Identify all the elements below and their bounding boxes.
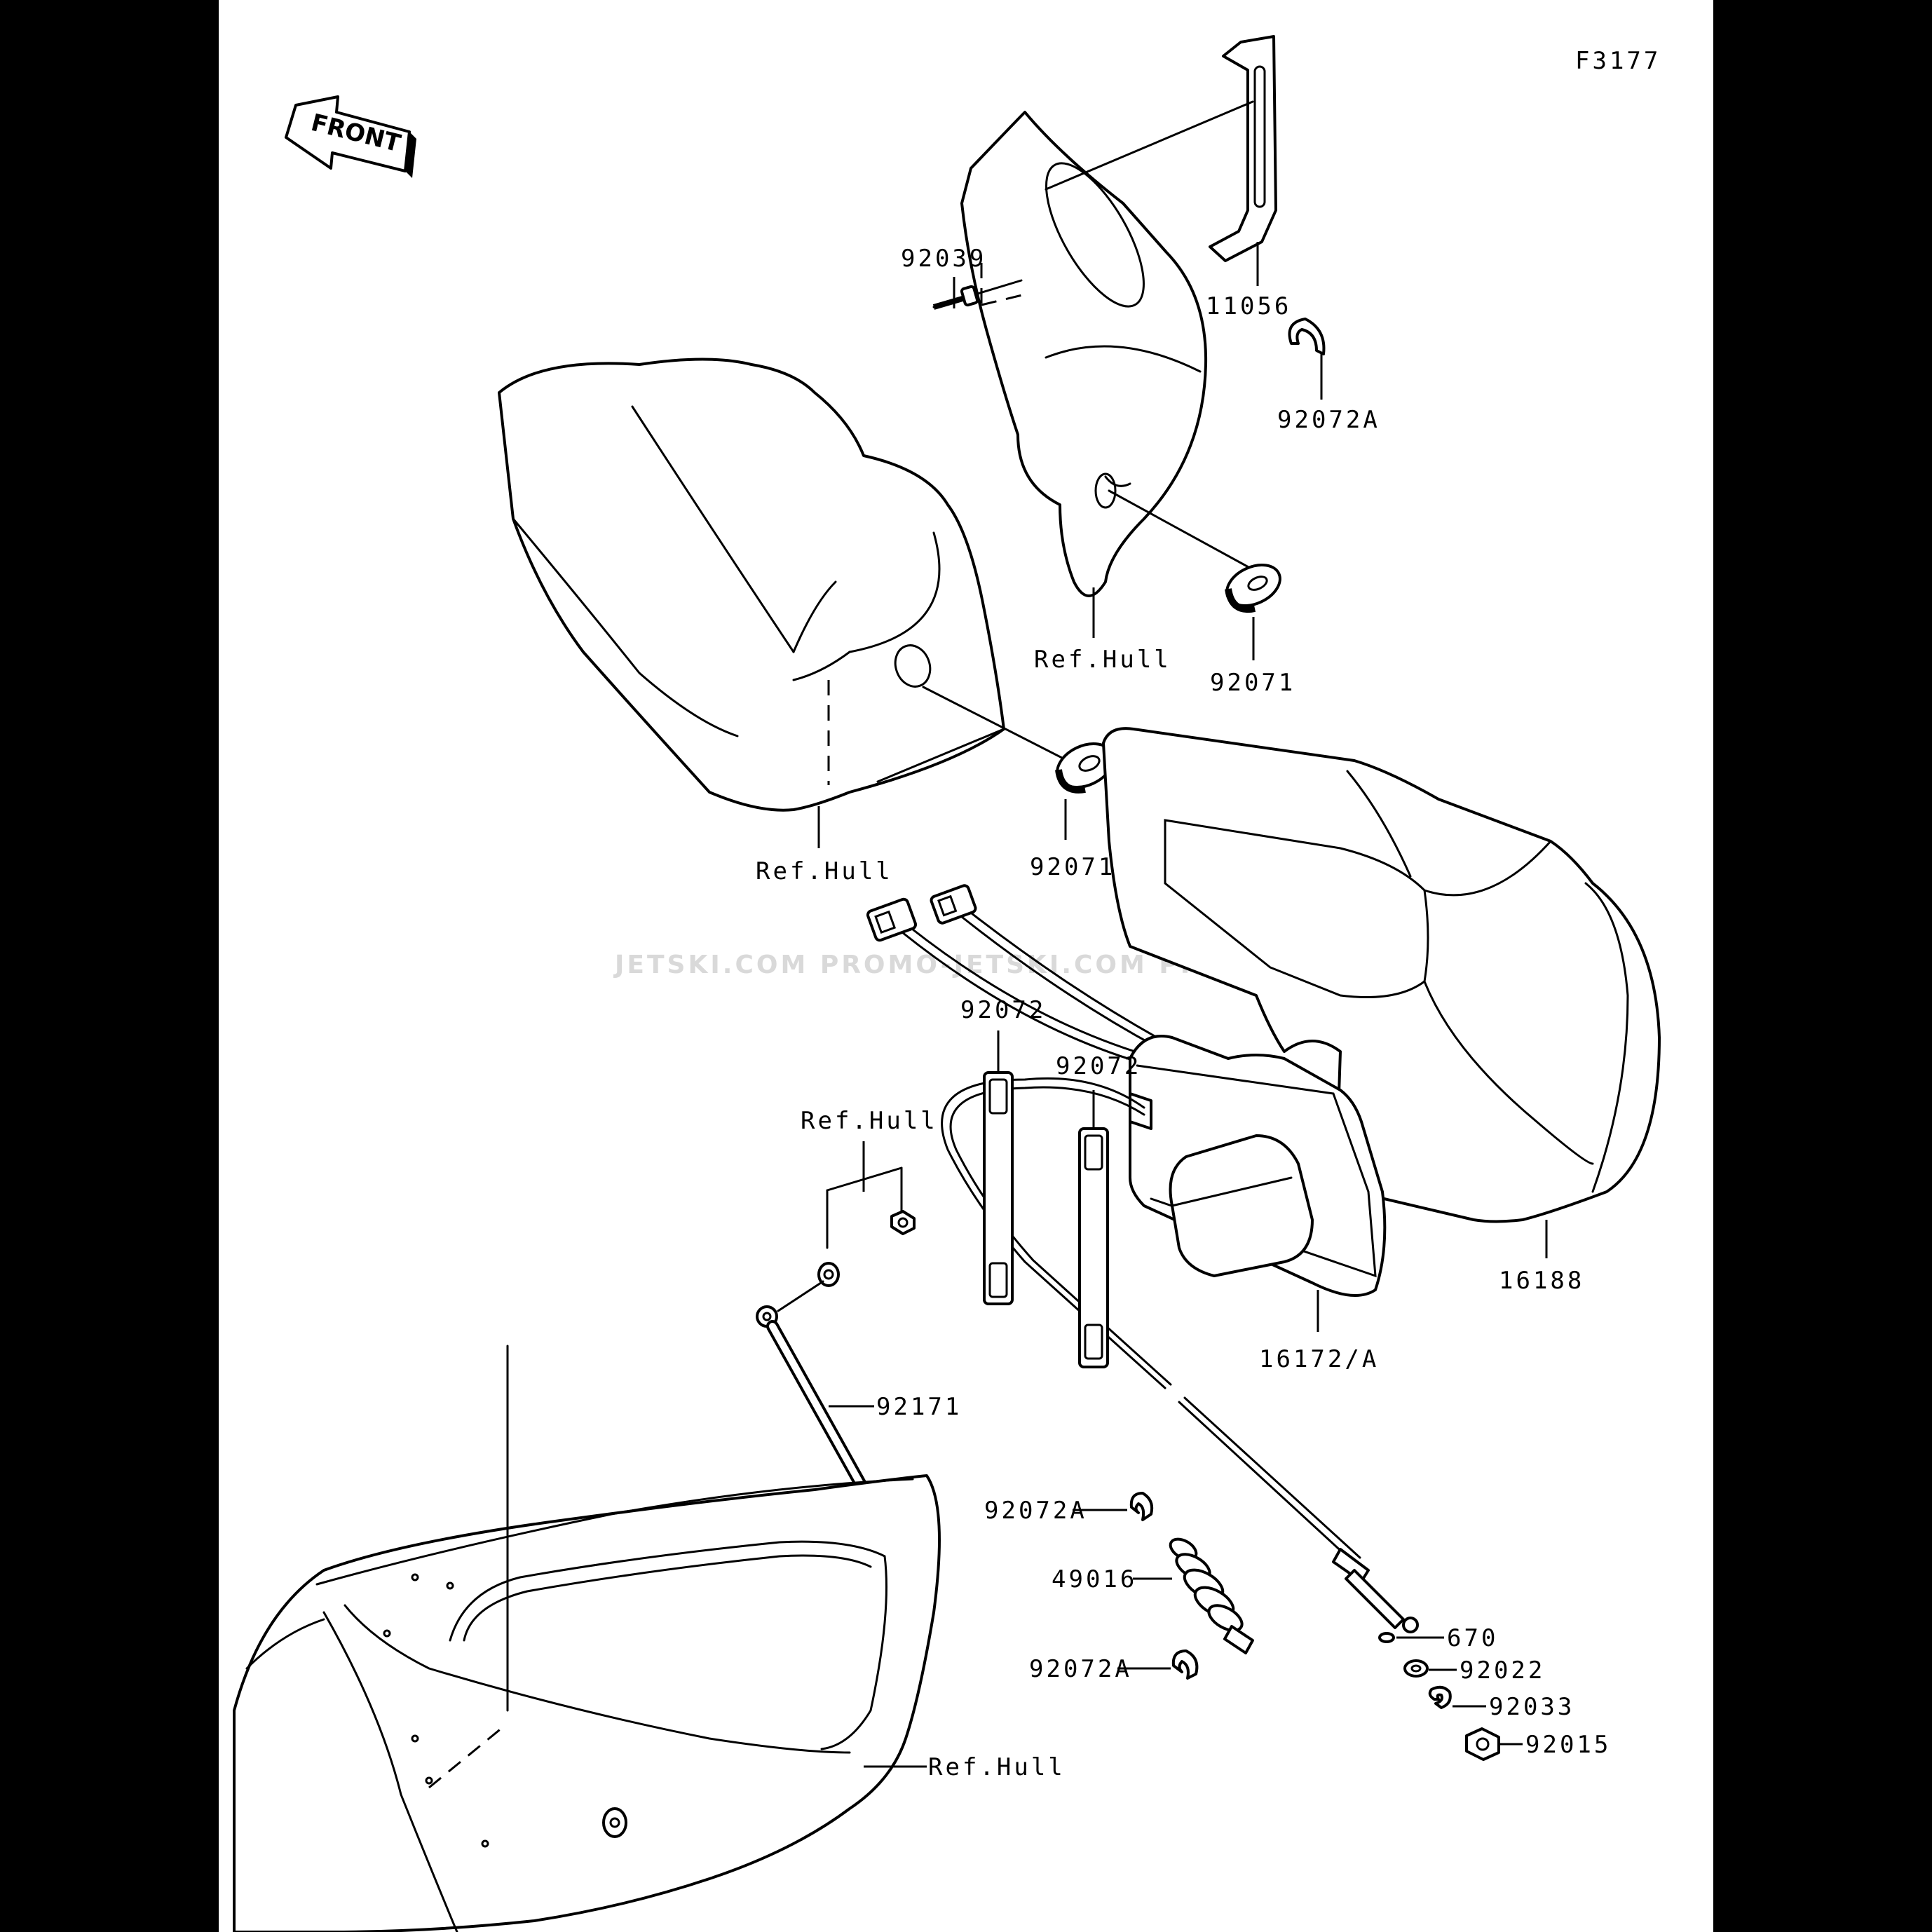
label-16172a: 16172/A — [1259, 1345, 1379, 1373]
clamp-92072a-low — [1171, 1649, 1199, 1680]
label-92015: 92015 — [1525, 1731, 1611, 1759]
nut-92015 — [1465, 1727, 1500, 1761]
label-92039: 92039 — [901, 245, 986, 273]
screw-92039 — [932, 279, 1023, 310]
washer-92022 — [1403, 1659, 1429, 1678]
label-92072a-top: 92072A — [1277, 406, 1380, 434]
strap-92072-a — [983, 1071, 1014, 1305]
grommet-92071-right — [1225, 563, 1281, 613]
label-92033: 92033 — [1489, 1693, 1574, 1721]
label-92071-left: 92071 — [1030, 853, 1115, 881]
label-11056: 11056 — [1206, 292, 1291, 320]
figure-code: F3177 — [1575, 47, 1661, 75]
label-ref-hull-top: Ref.Hull — [1034, 646, 1171, 674]
clamp-92072a-top — [1288, 318, 1326, 355]
label-92072-a: 92072 — [960, 996, 1046, 1024]
control-unit-16172a — [1129, 1035, 1387, 1297]
label-92171: 92171 — [876, 1393, 962, 1421]
strap-92072-b — [1078, 1127, 1109, 1368]
label-92022: 92022 — [1460, 1657, 1545, 1685]
bracket-11056 — [1209, 35, 1277, 262]
hull-section-left — [498, 358, 1005, 812]
connector-plug-right — [930, 884, 977, 925]
connector-plug-left — [866, 897, 918, 942]
label-49016: 49016 — [1052, 1565, 1137, 1593]
label-670: 670 — [1447, 1624, 1498, 1652]
grommet-92071-left — [1055, 742, 1115, 794]
clamp-92072a-mid — [1129, 1492, 1154, 1521]
boot-49016 — [1169, 1537, 1254, 1654]
oring-670 — [1378, 1632, 1395, 1643]
label-92072a-mid: 92072A — [984, 1497, 1087, 1525]
label-ref-hull-bottom: Ref.Hull — [928, 1753, 1066, 1781]
label-ref-hull-mid: Ref.Hull — [801, 1107, 938, 1135]
label-ref-hull-left: Ref.Hull — [756, 857, 893, 885]
box-16188 — [1102, 727, 1661, 1223]
nut-small — [890, 1210, 916, 1235]
label-16188: 16188 — [1499, 1267, 1584, 1295]
front-arrow-icon: FRONT — [285, 95, 416, 178]
spring-washer-92033 — [1428, 1685, 1452, 1709]
connector-wires — [901, 904, 1174, 1067]
label-92072a-low: 92072A — [1029, 1655, 1132, 1683]
rod-92171 — [756, 1305, 870, 1496]
hull-section-lower — [233, 1474, 941, 1932]
washer-small — [817, 1262, 840, 1287]
parts-diagram-canvas: F3177 FRONT JETSKI.COM PROMO-JETSKI.COM … — [219, 0, 1713, 1932]
exploded-parts-diagram: F3177 FRONT JETSKI.COM PROMO-JETSKI.COM … — [233, 35, 1661, 1932]
label-92071-right: 92071 — [1210, 669, 1295, 697]
label-92072-b: 92072 — [1056, 1052, 1141, 1080]
hull-section-upper — [960, 111, 1208, 597]
